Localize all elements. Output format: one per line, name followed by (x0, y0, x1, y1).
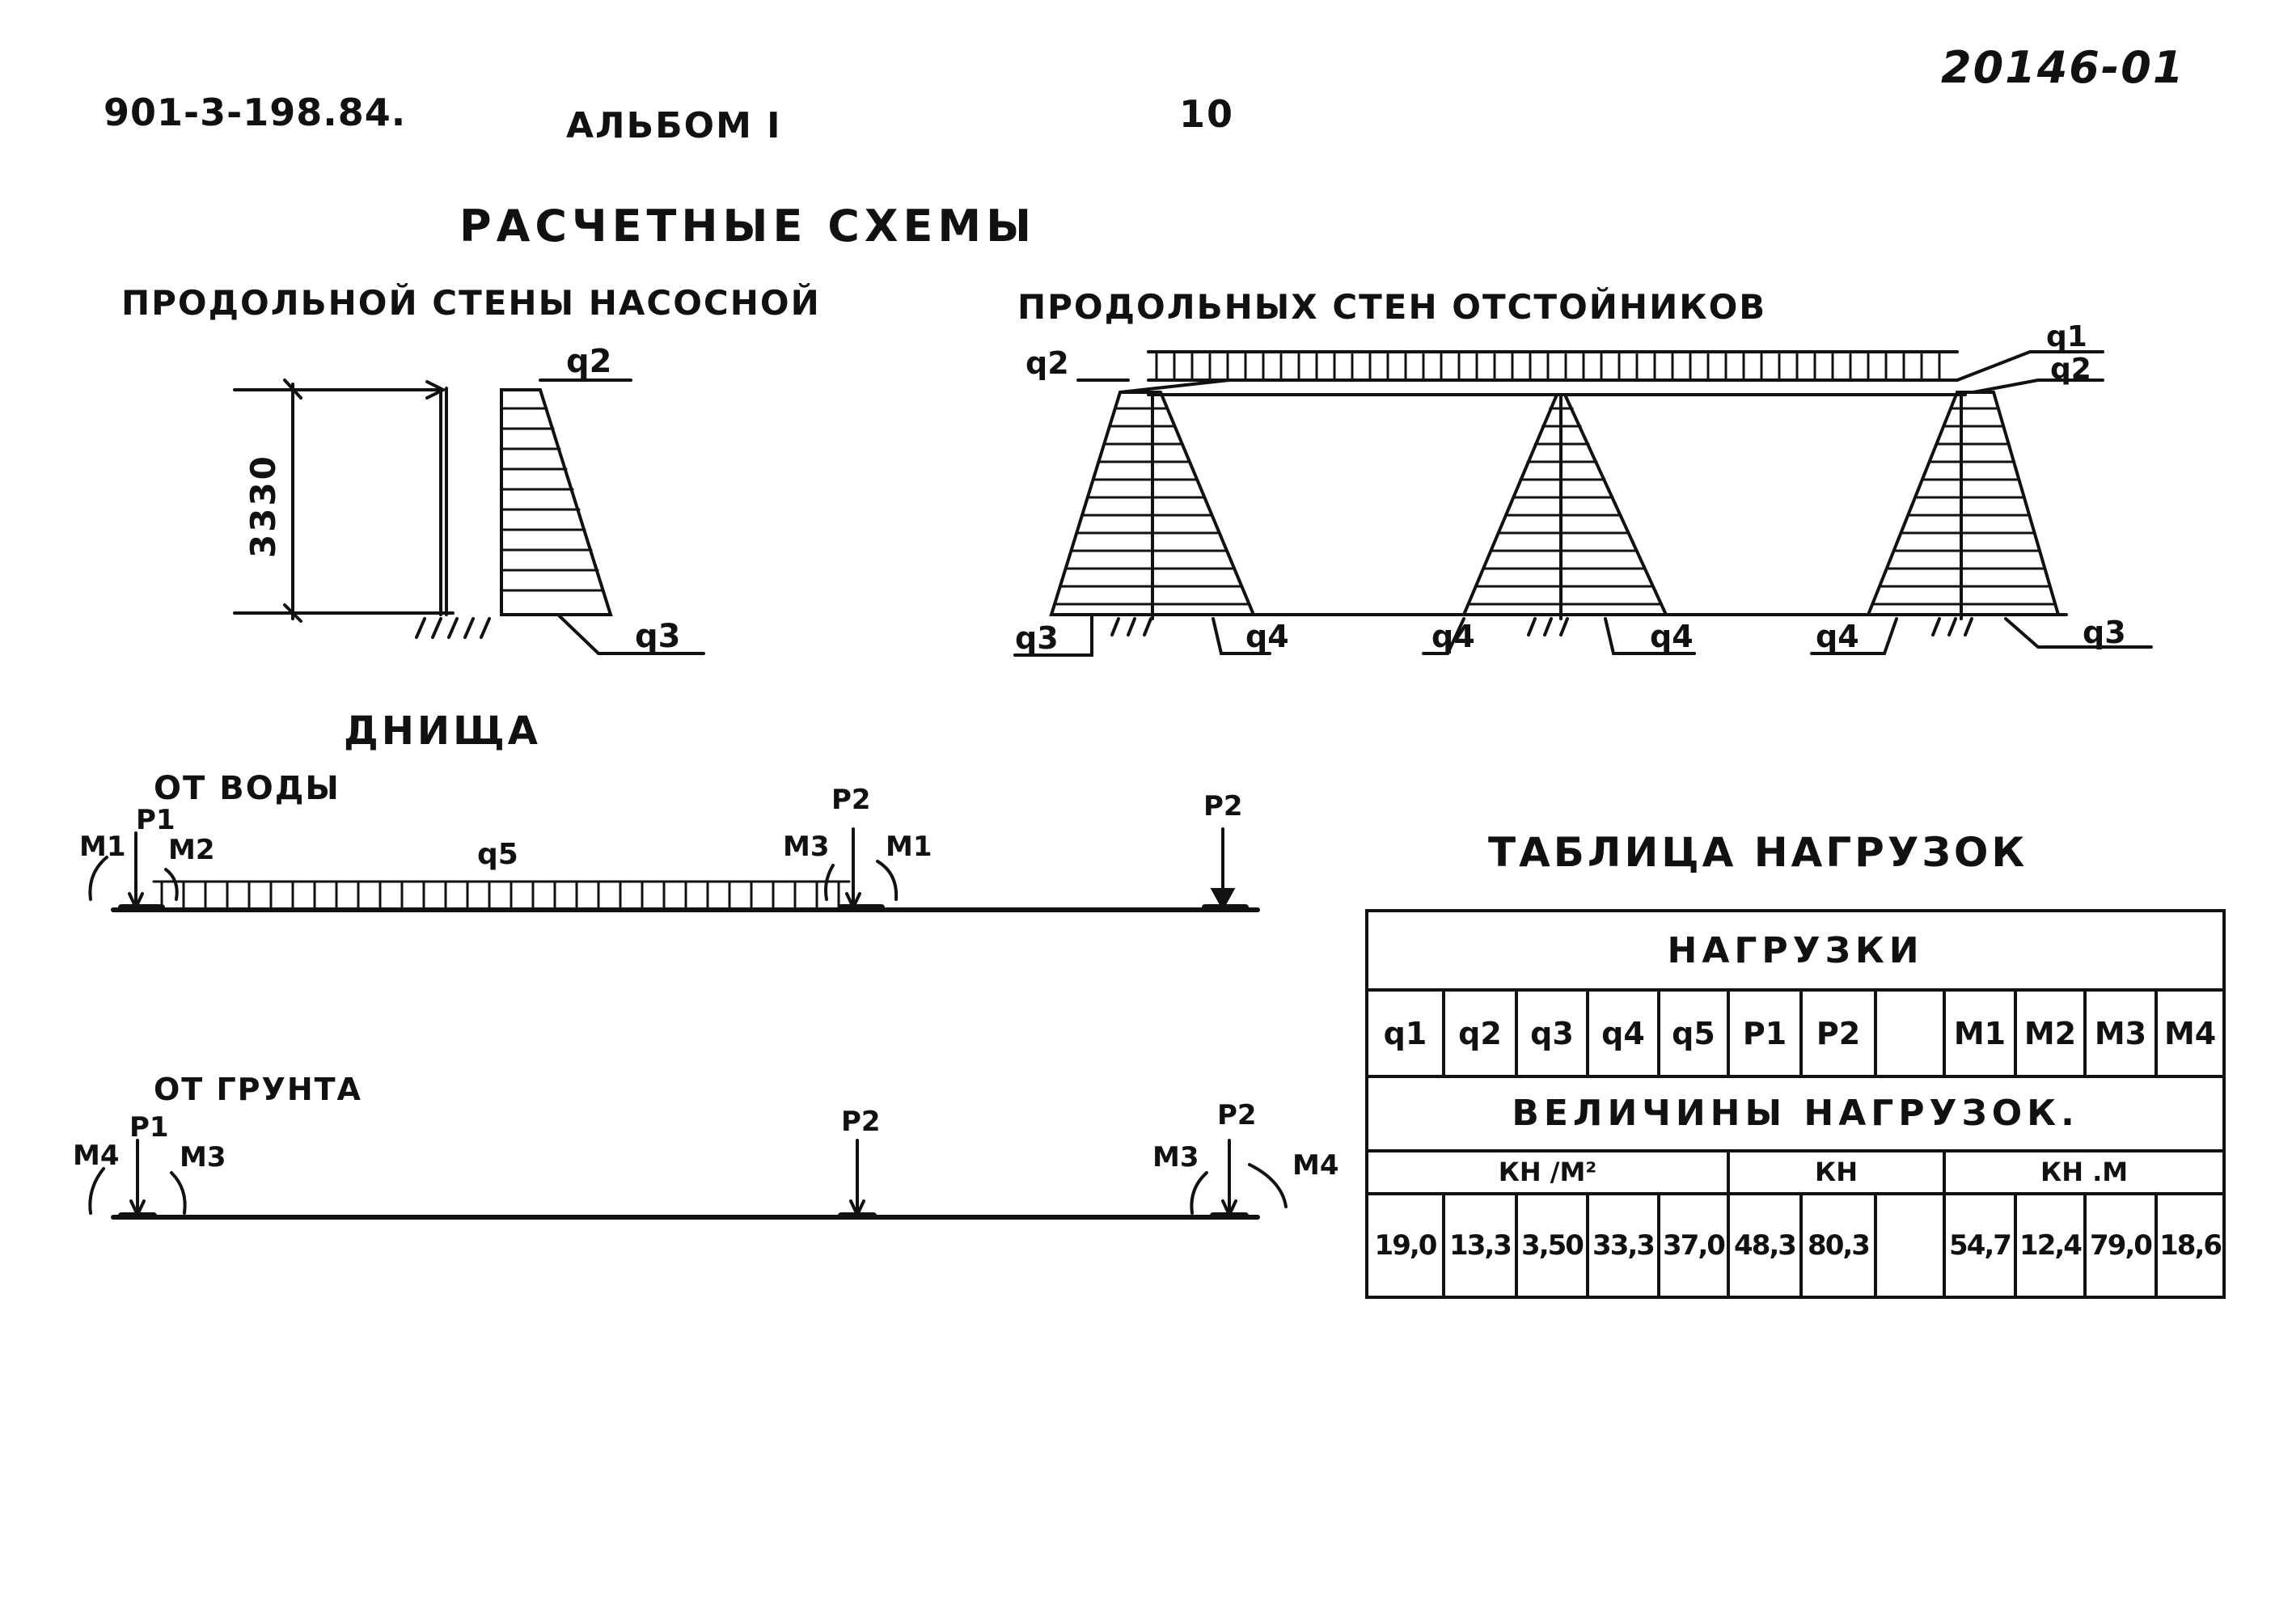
pump-wall-title: ПРОДОЛЬНОЙ СТЕНЫ НАСОСНОЙ (121, 283, 821, 323)
load-value-cell: 48,3 (1727, 1191, 1803, 1300)
soil-M3-right: M3 (1152, 1141, 1199, 1174)
load-symbol-cell: M4 (2154, 988, 2226, 1078)
load-symbol-cell: M3 (2083, 988, 2158, 1078)
load-value-cell: 3,50 (1515, 1191, 1589, 1300)
loads-group-header: НАГРУЗКИ (1364, 908, 2226, 992)
water-case-title: ОТ ВОДЫ (154, 770, 340, 807)
settler-walls-title: ПРОДОЛЬНЫХ СТЕН ОТСТОЙНИКОВ (1017, 287, 1767, 327)
document-code: 901-3-198.84. (104, 91, 407, 134)
ground-hatch (415, 617, 491, 639)
load-value-cell: 13,3 (1442, 1191, 1518, 1300)
pump-wall-dimension: 3330 (243, 454, 283, 558)
unit-kn: КН (1727, 1148, 1946, 1195)
load-value-cell: 19,0 (1365, 1191, 1445, 1300)
water-case-scheme (88, 827, 1260, 912)
pump-wall-q3: q3 (635, 618, 680, 655)
load-value-cell: 18,6 (2154, 1191, 2226, 1300)
load-symbol-cell: q2 (1442, 988, 1518, 1078)
archive-stamp: 20146-01 (1941, 42, 2185, 93)
water-P1: P1 (136, 804, 175, 836)
page-title: РАСЧЕТНЫЕ СХЕМЫ (459, 201, 1037, 252)
soil-case-scheme (88, 1139, 1288, 1220)
water-M1-right: M1 (886, 831, 932, 863)
values-header: ВЕЛИЧИНЫ НАГРУЗОК. (1364, 1074, 2226, 1152)
load-table-title: ТАБЛИЦА НАГРУЗОК (1488, 829, 2028, 876)
water-P2-mid: P2 (831, 784, 871, 816)
load-value-cell: 80,3 (1799, 1191, 1877, 1300)
settler-q4-c: q4 (1650, 619, 1694, 654)
load-value-cell: 37,0 (1657, 1191, 1730, 1300)
soil-P1: P1 (129, 1111, 169, 1144)
water-M1-left: M1 (79, 831, 126, 863)
settler-q4-d: q4 (1816, 619, 1859, 654)
load-value-cell: 79,0 (2083, 1191, 2158, 1300)
page-number: 10 (1179, 92, 1235, 136)
soil-P2-mid: P2 (841, 1106, 881, 1138)
water-P2-right: P2 (1203, 790, 1243, 823)
settler-q3-right: q3 (2083, 615, 2126, 650)
load-symbol-cell (1874, 988, 1946, 1078)
load-value-cell (1874, 1191, 1946, 1300)
load-value-cell: 12,4 (2014, 1191, 2087, 1300)
load-symbol-cell: P2 (1799, 988, 1877, 1078)
load-value-cell: 33,3 (1586, 1191, 1660, 1300)
ground-hatch-2 (1110, 617, 1973, 636)
unit-kn-m2: КН /М² (1365, 1148, 1730, 1195)
soil-M4-right: M4 (1292, 1149, 1339, 1182)
soil-P2-right: P2 (1217, 1099, 1257, 1131)
load-symbol-cell: q3 (1515, 988, 1589, 1078)
load-symbol-cell: M1 (1943, 988, 2017, 1078)
water-M2: M2 (168, 834, 215, 866)
load-value-cell: 54,7 (1943, 1191, 2017, 1300)
load-symbol-cell: M2 (2014, 988, 2087, 1078)
settler-q2-left: q2 (1025, 345, 1069, 381)
settler-walls-scheme (1013, 350, 2153, 657)
water-q5: q5 (477, 838, 518, 871)
load-symbol-cell: q5 (1657, 988, 1730, 1078)
pump-wall-q2: q2 (566, 343, 611, 380)
bottoms-title: ДНИЩА (344, 708, 541, 754)
settler-q3-left: q3 (1015, 620, 1059, 656)
settler-q1: q1 (2046, 320, 2087, 353)
settler-q4-a: q4 (1245, 619, 1289, 654)
settler-q2-right: q2 (2050, 353, 2091, 386)
soil-M3-left: M3 (180, 1141, 226, 1174)
load-symbol-cell: q4 (1586, 988, 1660, 1078)
load-symbol-cell: P1 (1727, 988, 1803, 1078)
settler-q4-b: q4 (1431, 619, 1475, 654)
soil-case-title: ОТ ГРУНТА (154, 1072, 362, 1107)
album-label: АЛЬБОМ I (566, 105, 782, 146)
water-M3: M3 (783, 831, 830, 863)
pump-wall-scheme (233, 379, 705, 655)
unit-kn-m: КН .М (1942, 1148, 2226, 1195)
load-symbol-cell: q1 (1365, 988, 1445, 1078)
soil-M4-left: M4 (73, 1140, 120, 1172)
